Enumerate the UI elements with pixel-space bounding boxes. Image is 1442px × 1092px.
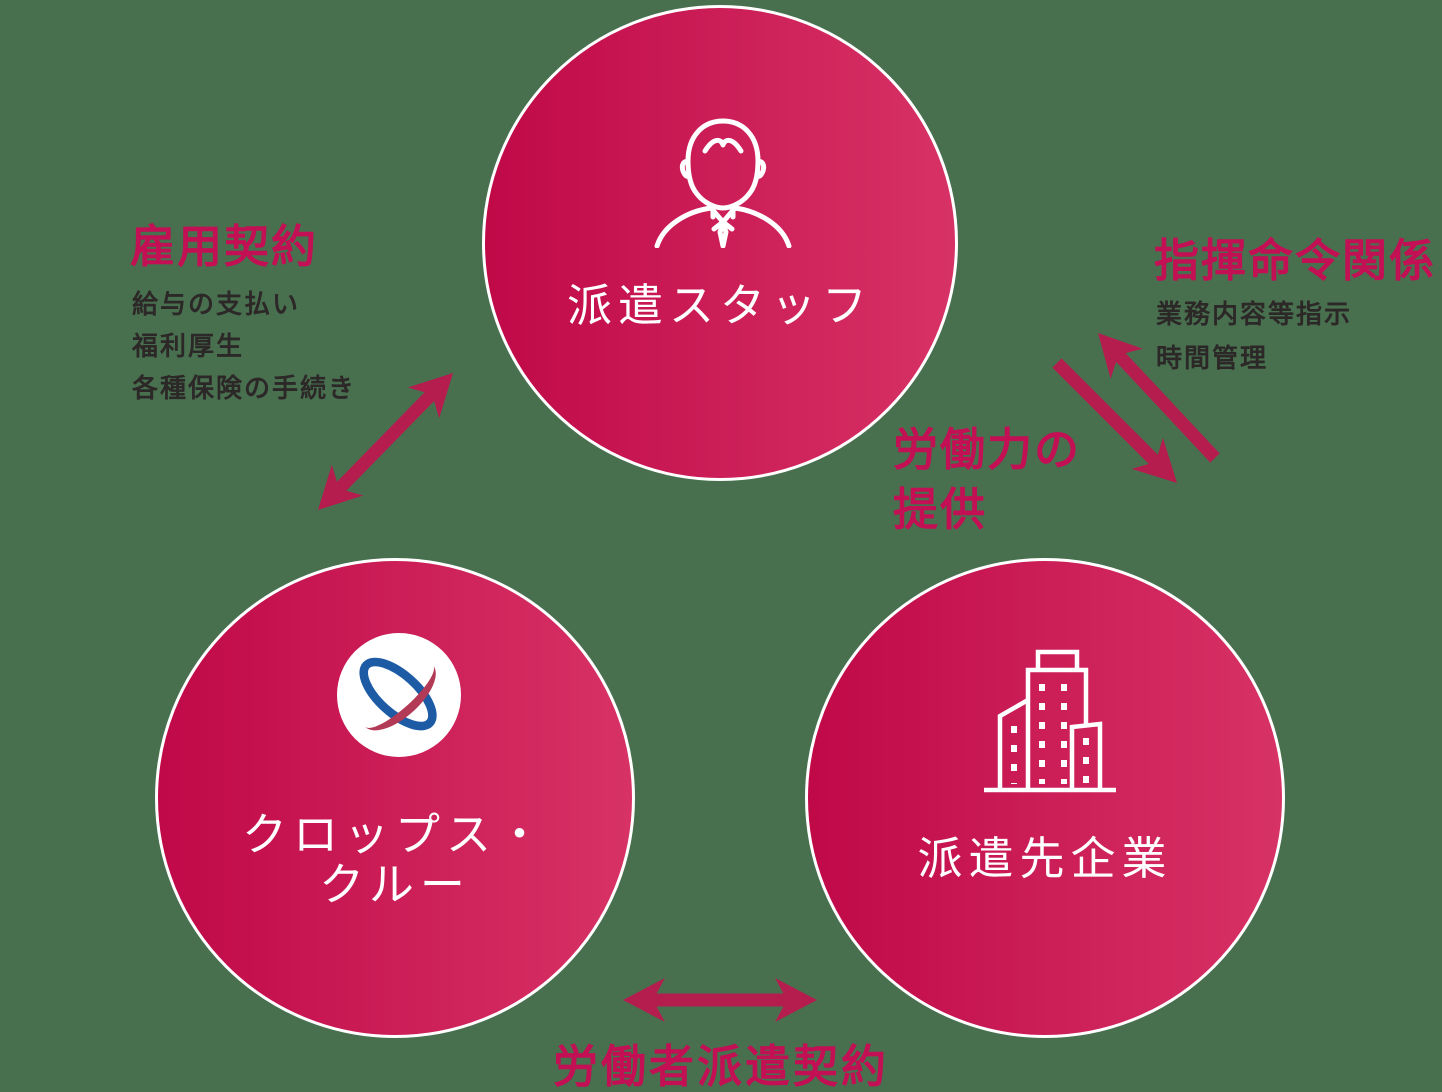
command-relationship-details: 業務内容等指示 時間管理	[1156, 293, 1352, 381]
logo-badge	[337, 633, 461, 757]
client-node: 派遣先企業	[805, 558, 1285, 1038]
command-detail-1: 業務内容等指示	[1156, 300, 1353, 329]
command-relationship-title: 指揮命令関係	[1154, 236, 1437, 286]
employment-detail-3: 各種保険の手続き	[132, 374, 357, 403]
labor-supply-line1: 労働力の	[893, 425, 1082, 475]
labor-supply-title: 労働力の 提供	[893, 420, 1081, 540]
person-icon	[654, 118, 792, 248]
labor-supply-line2: 提供	[893, 485, 988, 535]
agency-label-line1: クロップス・	[241, 810, 548, 860]
command-detail-2: 時間管理	[1156, 344, 1269, 373]
employment-contract-title: 雇用契約	[130, 222, 319, 272]
agency-label-line2: クルー	[319, 860, 471, 910]
employment-contract-details: 給与の支払い 福利厚生 各種保険の手続き	[132, 284, 356, 410]
agency-label: クロップス・ クルー	[158, 810, 632, 910]
staff-node: 派遣スタッフ	[482, 5, 958, 481]
dispatch-contract-arrow	[623, 978, 817, 1022]
dispatch-contract-title: 労働者派遣契約	[552, 1042, 890, 1092]
staff-label: 派遣スタッフ	[566, 281, 873, 331]
employment-detail-2: 福利厚生	[132, 332, 245, 361]
building-icon	[984, 649, 1116, 793]
agency-node: クロップス・ クルー	[155, 558, 635, 1038]
crops-crew-logo	[359, 657, 437, 731]
employment-detail-1: 給与の支払い	[132, 290, 301, 319]
client-label: 派遣先企業	[917, 834, 1173, 884]
